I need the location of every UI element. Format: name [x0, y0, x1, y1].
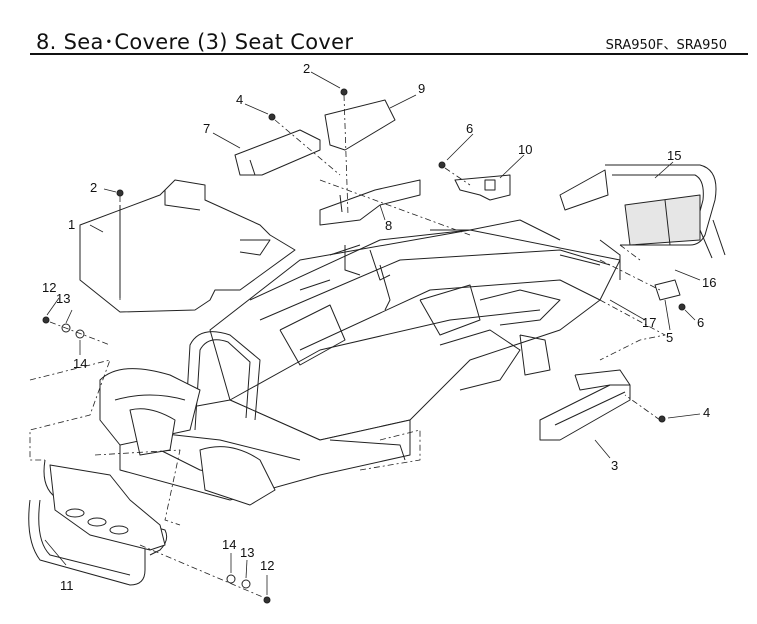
- callout-12b: 12: [260, 558, 274, 573]
- callout-8: 8: [385, 218, 392, 233]
- callout-4b: 4: [703, 405, 710, 420]
- assembly-lines: [29, 94, 666, 599]
- callout-15: 15: [667, 148, 681, 163]
- washers: [61, 323, 251, 589]
- callout-5: 5: [666, 330, 673, 345]
- callout-3: 3: [611, 458, 618, 473]
- part-11-front-bumper: [28, 459, 168, 586]
- title-rule: [30, 53, 748, 55]
- part-5-bracket: [654, 279, 681, 301]
- callout-17: 17: [642, 315, 656, 330]
- callout-14b: 14: [222, 537, 236, 552]
- part-8-plate: [319, 179, 421, 226]
- callout-16: 16: [702, 275, 716, 290]
- leader-lines: [44, 71, 701, 595]
- callout-9: 9: [418, 81, 425, 96]
- part-7-bracket: [234, 129, 321, 176]
- callout-13b: 13: [240, 545, 254, 560]
- callout-labels: 1 2 2 3 4 4 5 6 6 7 8 9 10 11 12 12 13 1…: [42, 61, 716, 593]
- callout-6b: 6: [697, 315, 704, 330]
- callout-13a: 13: [56, 291, 70, 306]
- fasteners: [42, 88, 686, 604]
- callout-14a: 14: [73, 356, 87, 371]
- header: 8. Sea･Covere (3) Seat Cover SRA950F、SRA…: [0, 0, 757, 55]
- callout-11: 11: [60, 578, 74, 593]
- callout-7: 7: [203, 121, 210, 136]
- main-frame: [99, 219, 621, 506]
- callout-2a: 2: [90, 180, 97, 195]
- callout-12a: 12: [42, 280, 56, 295]
- callout-2b: 2: [303, 61, 310, 76]
- model-numbers: SRA950F、SRA950: [605, 38, 727, 53]
- part-9-plate: [324, 99, 396, 151]
- callout-4a: 4: [236, 92, 243, 107]
- callout-10: 10: [518, 142, 532, 157]
- part-3-rail: [539, 369, 631, 441]
- callout-6a: 6: [466, 121, 473, 136]
- part-15-rear-bar: [559, 164, 726, 259]
- callout-1: 1: [68, 217, 75, 232]
- page-title: 8. Sea･Covere (3) Seat Cover: [36, 30, 354, 54]
- part-10-bracket: [454, 174, 511, 201]
